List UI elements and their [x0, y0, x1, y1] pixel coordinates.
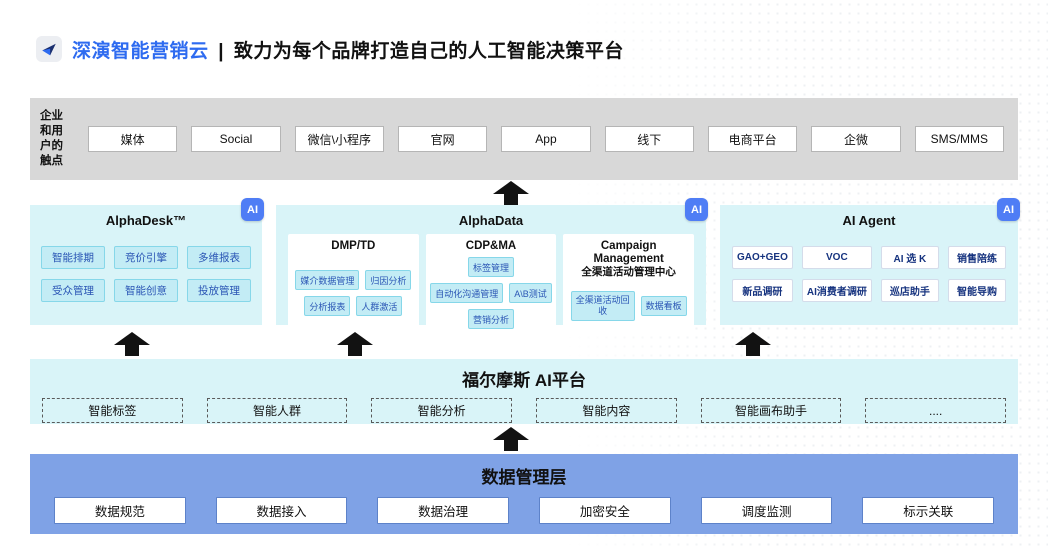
touchpoints-label-line: 户的	[40, 140, 63, 152]
feature-chip: A\B测试	[509, 283, 552, 304]
ai-badge: AI	[685, 198, 708, 221]
subpanel-title: DMP/TD	[331, 240, 376, 252]
up-arrow-icon	[493, 181, 529, 205]
capability-box: 智能内容	[536, 398, 677, 423]
up-arrow-icon	[337, 332, 373, 356]
panel-ai-agent: AI AI Agent GAO+GEO VOC AI 选 K 销售陪练 新品调研…	[720, 198, 1020, 325]
data-module-box: 加密安全	[539, 497, 671, 524]
data-layer-title: 数据管理层	[481, 468, 567, 487]
data-module-box: 标示关联	[862, 497, 995, 524]
header: 深演智能营销云 | 致力为每个品牌打造自己的人工智能决策平台	[36, 34, 1048, 64]
touchpoint-item: 电商平台	[707, 126, 798, 152]
data-layer-band: 数据管理层 数据规范 数据接入 数据治理 加密安全 调度监测 标示关联	[30, 454, 1018, 534]
subpanel-title: Campaign Management 全渠道活动管理中心	[581, 240, 676, 279]
touchpoints-band: 企业 和用 户的 触点 媒体 Social 微信\小程序 官网 App 线下 电…	[30, 98, 1018, 180]
data-module-box: 数据接入	[215, 497, 348, 524]
feature-chip: AI 选 K	[880, 245, 939, 269]
feature-chip: 竞价引擎	[114, 245, 178, 269]
up-arrow-icon	[114, 332, 150, 356]
capability-box: ....	[865, 398, 1007, 423]
page-title: 深演智能营销云 | 致力为每个品牌打造自己的人工智能决策平台	[72, 36, 624, 63]
touchpoint-item: App	[501, 126, 591, 152]
ai-platform-band: 福尔摩斯 AI平台 智能标签 智能人群 智能分析 智能内容 智能画布助手 ...…	[30, 359, 1018, 424]
feature-chip: 媒介数据管理	[295, 270, 360, 291]
tagline: 致力为每个品牌打造自己的人工智能决策平台	[233, 40, 624, 62]
data-module-box: 调度监测	[700, 497, 833, 524]
capability-box: 智能标签	[42, 398, 183, 423]
ai-badge: AI	[997, 198, 1020, 221]
up-arrow-icon	[735, 332, 771, 356]
alphadata-subpanels: DMP/TD 媒介数据管理 归因分析 分析报表 人群激活 CDP&MA 标签管理…	[288, 234, 695, 336]
product-panels: AI AlphaDesk™ 智能排期 竞价引擎 多维报表 受众管理 智能创意 投…	[30, 198, 1020, 336]
arrow-gap-triple	[30, 325, 1018, 359]
arrow-gap	[30, 424, 1018, 454]
subpanel-campaign-management: Campaign Management 全渠道活动管理中心 全渠道活动回收 数据…	[563, 234, 695, 336]
panel-title: AlphaDesk™	[105, 213, 187, 228]
feature-chip: 受众管理	[41, 278, 105, 302]
touchpoint-list: 媒体 Social 微信\小程序 官网 App 线下 电商平台 企微 SMS/M…	[88, 126, 1004, 152]
brand-logo-icon	[36, 36, 62, 62]
up-arrow-icon	[493, 427, 529, 451]
feature-chip: 标签管理	[468, 257, 515, 278]
subpanel-title: CDP&MA	[465, 240, 517, 252]
ai-platform-capabilities: 智能标签 智能人群 智能分析 智能内容 智能画布助手 ....	[40, 398, 1008, 423]
touchpoint-item: 媒体	[88, 126, 178, 152]
touchpoint-item: 企微	[811, 126, 901, 152]
feature-chip: 智能排期	[41, 245, 105, 269]
ai-agent-features: GAO+GEO VOC AI 选 K 销售陪练 新品调研 AI消费者调研 巡店助…	[732, 232, 1006, 315]
feature-chip: 销售陪练	[947, 245, 1006, 269]
feature-chip: 智能导购	[947, 278, 1006, 302]
feature-chip: 全渠道活动回收	[570, 290, 635, 321]
feature-chip: 多维报表	[187, 245, 251, 269]
ai-platform-title: 福尔摩斯 AI平台	[462, 371, 586, 390]
arrow-gap	[30, 180, 1018, 205]
panel-title: AI Agent	[842, 213, 896, 228]
feature-chip: 营销分析	[468, 309, 515, 330]
feature-chip: 归因分析	[365, 270, 412, 291]
touchpoint-item: SMS/MMS	[914, 126, 1004, 152]
touchpoint-item: Social	[191, 126, 281, 152]
panel-alphadesk: AI AlphaDesk™ 智能排期 竞价引擎 多维报表 受众管理 智能创意 投…	[30, 198, 264, 325]
panel-alphadata: AI AlphaData DMP/TD 媒介数据管理 归因分析 分析报表 人群激…	[276, 198, 708, 336]
touchpoints-label: 企业 和用 户的 触点	[40, 109, 76, 169]
touchpoints-label-line: 企业	[40, 110, 63, 123]
touchpoint-item: 官网	[397, 126, 488, 152]
feature-chip: 巡店助手	[880, 278, 939, 302]
touchpoints-label-line: 触点	[40, 154, 63, 167]
feature-chip: 人群激活	[356, 296, 403, 317]
touchpoints-label-line: 和用	[40, 125, 63, 138]
alphadesk-features: 智能排期 竞价引擎 多维报表 受众管理 智能创意 投放管理	[41, 232, 251, 315]
data-module-box: 数据治理	[377, 497, 510, 524]
feature-chip: VOC	[801, 245, 872, 269]
subpanel-dmp-td: DMP/TD 媒介数据管理 归因分析 分析报表 人群激活	[288, 234, 419, 336]
feature-chip: 新品调研	[732, 278, 793, 302]
capability-box: 智能分析	[371, 398, 513, 423]
feature-chip: 分析报表	[304, 296, 351, 317]
feature-chip: 自动化沟通管理	[430, 283, 504, 304]
feature-chip: 智能创意	[114, 278, 178, 302]
touchpoint-item: 微信\小程序	[294, 126, 384, 152]
touchpoint-item: 线下	[604, 126, 694, 152]
data-layer-modules: 数据规范 数据接入 数据治理 加密安全 调度监测 标示关联	[54, 497, 995, 524]
data-module-box: 数据规范	[54, 497, 186, 524]
feature-chip: AI消费者调研	[801, 278, 872, 302]
subpanel-cdp-ma: CDP&MA 标签管理 自动化沟通管理 A\B测试 营销分析	[425, 234, 557, 336]
brand-name: 深演智能营销云	[72, 40, 209, 62]
feature-chip: GAO+GEO	[732, 245, 793, 269]
feature-chip: 投放管理	[187, 278, 251, 302]
capability-box: 智能画布助手	[700, 398, 842, 423]
feature-chip: 数据看板	[640, 295, 687, 316]
ai-badge: AI	[241, 198, 264, 221]
panel-title: AlphaData	[458, 213, 524, 228]
title-divider: |	[218, 40, 225, 62]
capability-box: 智能人群	[206, 398, 348, 423]
